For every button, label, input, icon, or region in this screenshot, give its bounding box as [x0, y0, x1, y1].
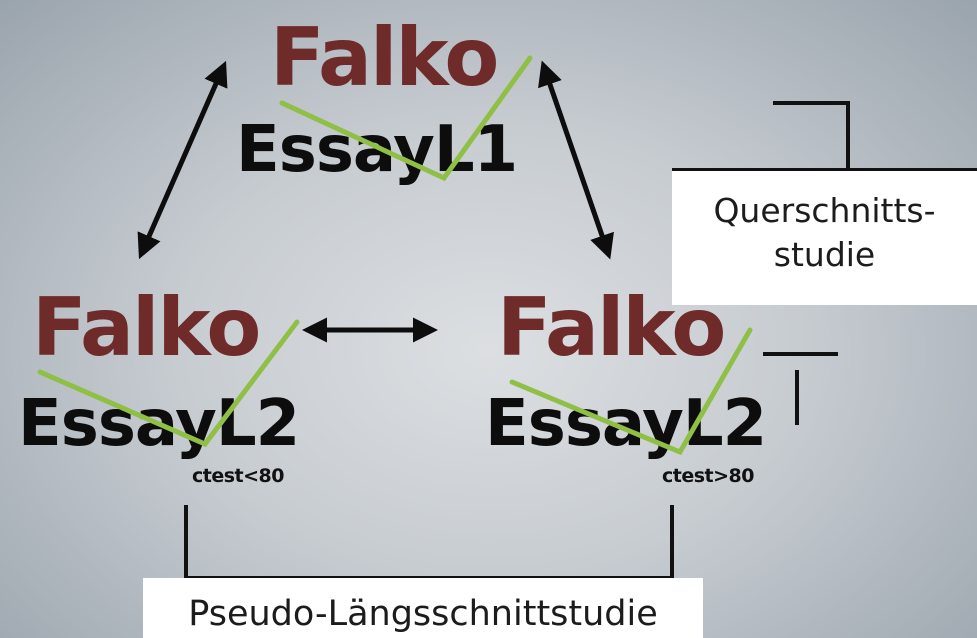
corpus-top-title: Falko: [270, 11, 499, 104]
arrow-top-left: [137, 60, 228, 260]
cross-sectional-bracket-top: [773, 101, 850, 168]
corpus-right-subtitle: EssayL2: [485, 387, 767, 461]
corpus-right-ctest: ctest>80: [662, 465, 754, 487]
arrow-top-right: [538, 60, 614, 260]
cross-sectional-study-box: Querschnitts- studie: [672, 168, 977, 305]
cross-sectional-study-line1: Querschnitts-: [713, 191, 936, 230]
longitudinal-bracket: [184, 505, 674, 580]
corpus-top-subtitle: EssayL1: [236, 113, 518, 187]
corpus-left-subtitle: EssayL2: [18, 387, 300, 461]
longitudinal-study-box: Pseudo-Längsschnittstudie: [143, 578, 703, 638]
longitudinal-study-label: Pseudo-Längsschnittstudie: [188, 594, 658, 634]
cross-sectional-study-line2: studie: [773, 235, 876, 274]
corpus-left-title: Falko: [32, 281, 261, 374]
corpus-left-ctest: ctest<80: [192, 465, 284, 487]
